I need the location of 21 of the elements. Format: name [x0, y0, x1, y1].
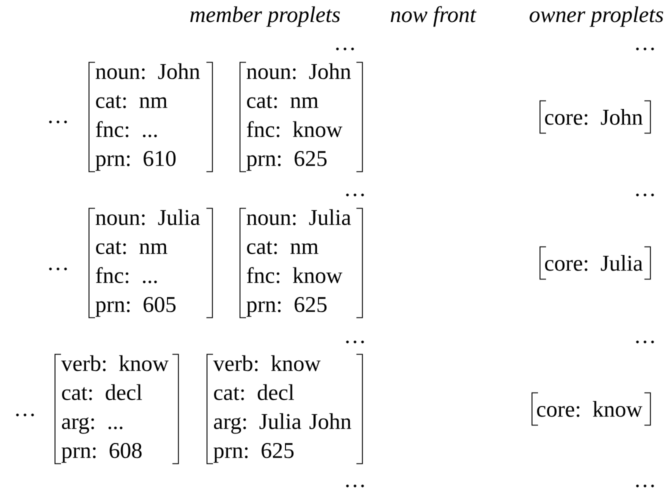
column-heading: now front	[390, 6, 476, 27]
proplet-matrix: noun: John cat: nm fnc: ... prn: 610	[88, 62, 213, 172]
owner-proplet: core: Julia	[540, 246, 651, 280]
ellipsis-mark: …	[636, 48, 654, 50]
ellipsis-mark: …	[636, 194, 654, 196]
proplet-matrix: noun: John cat: nm fnc: know prn: 625	[240, 62, 363, 172]
column-heading: member proplets	[190, 6, 340, 27]
ellipsis-mark: …	[636, 484, 654, 488]
ellipsis-mark: …	[346, 194, 364, 196]
ellipsis-mark: …	[16, 414, 34, 416]
owner-proplet: core: know	[532, 392, 651, 426]
column-heading: owner proplets	[530, 6, 664, 27]
proplet-matrix: noun: Julia cat: nm fnc: ... prn: 605	[88, 208, 213, 318]
ellipsis-mark: …	[49, 268, 67, 270]
proplet-matrix: verb: know cat: decl arg: Julia John prn: 625	[206, 354, 363, 464]
ellipsis-mark: …	[49, 120, 67, 124]
owner-proplet: core: John	[540, 100, 651, 134]
ellipsis-mark: …	[636, 340, 654, 344]
ellipsis-mark: …	[346, 340, 364, 344]
proplet-matrix: verb: know cat: decl arg: ... prn: 608	[54, 354, 179, 464]
proplet-matrix: noun: Julia cat: nm fnc: know prn: 625	[240, 208, 363, 318]
